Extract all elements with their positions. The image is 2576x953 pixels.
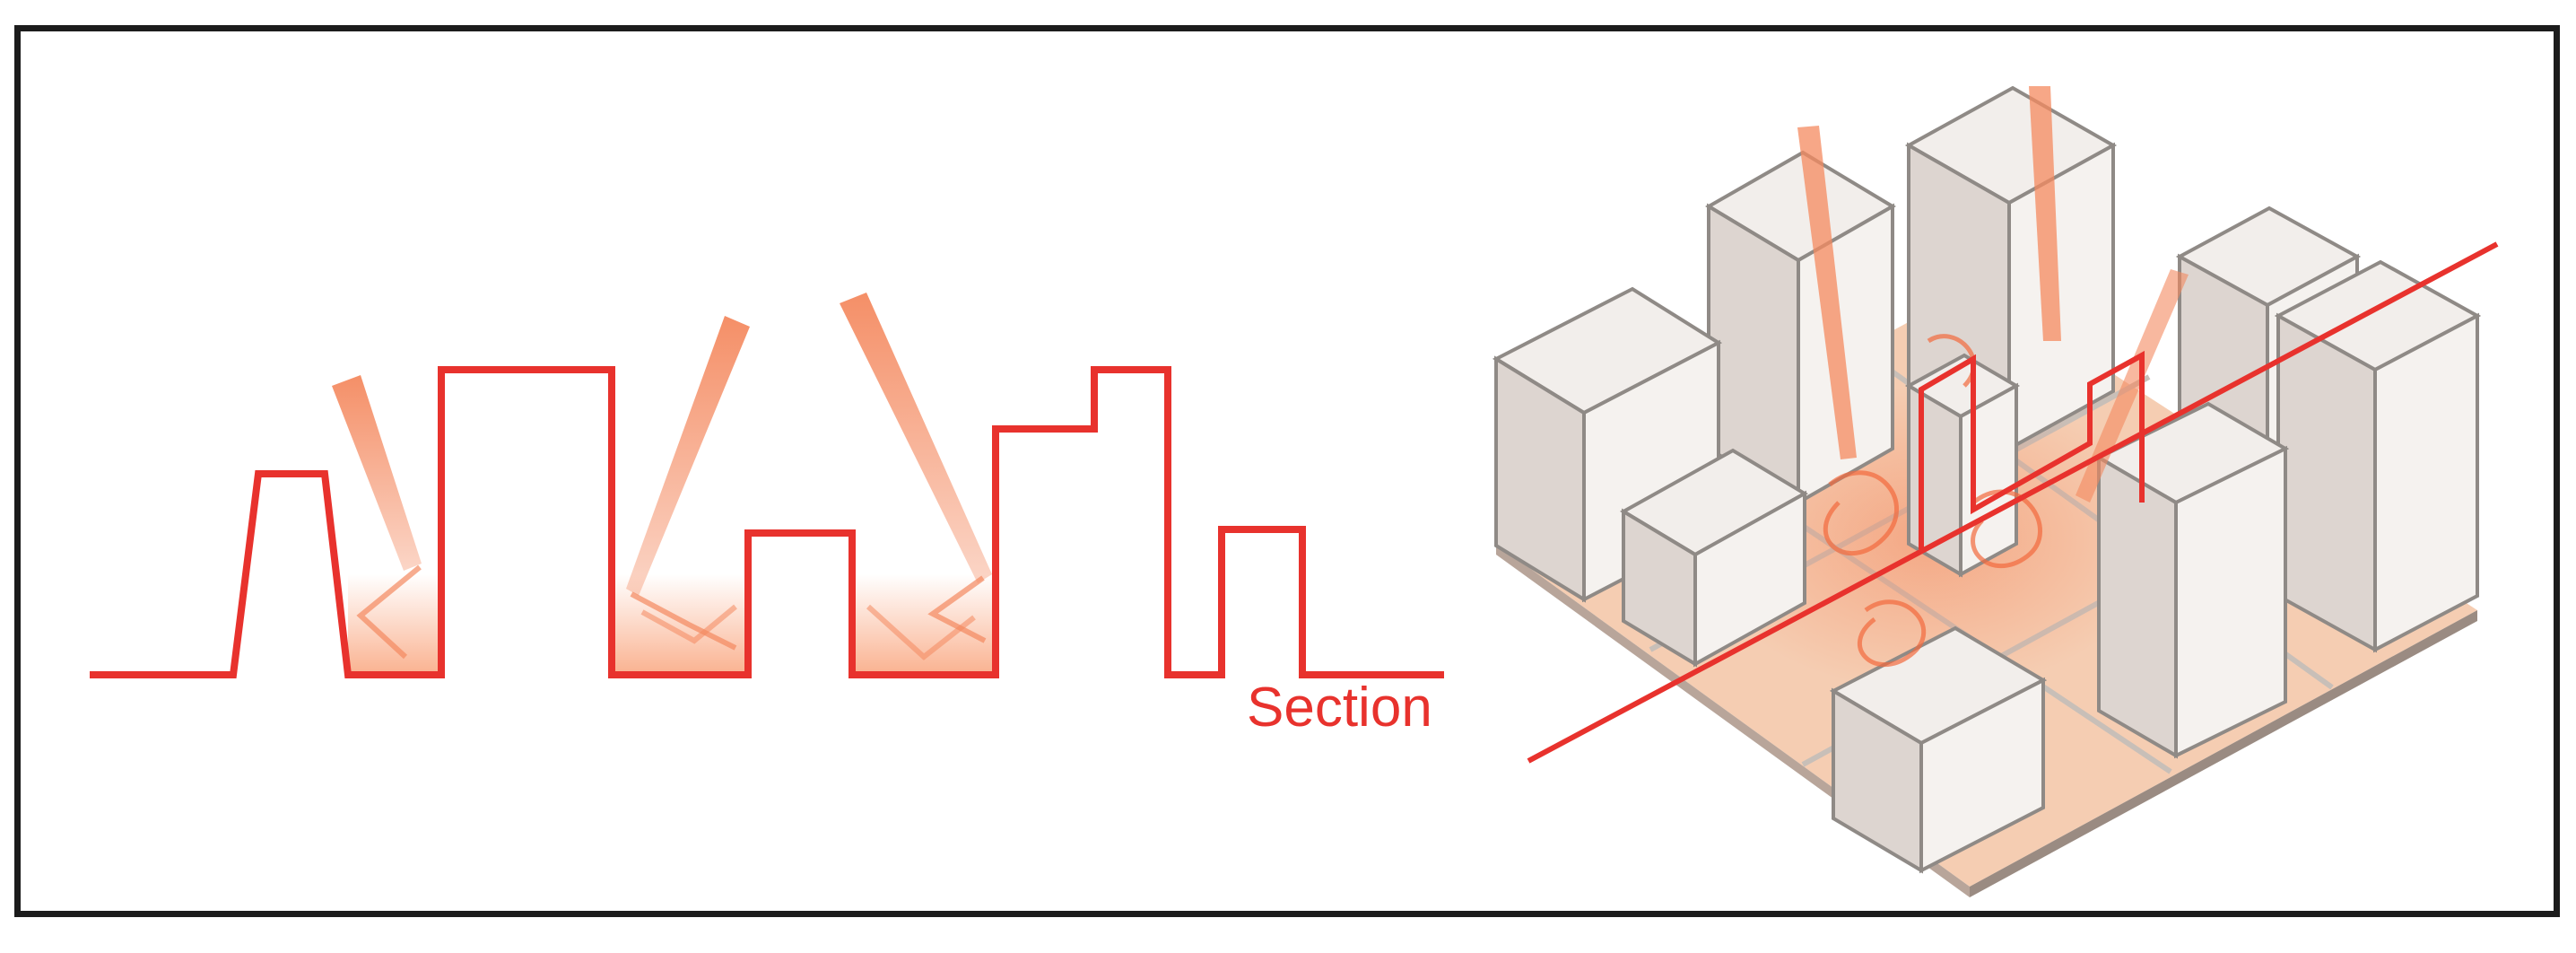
- ground-glow: [852, 574, 994, 675]
- light-ray-bounce: [630, 591, 737, 651]
- isometric-city-block-diagram: [1492, 85, 2499, 897]
- building: [1829, 625, 2048, 874]
- light-ray-bounce: [866, 604, 976, 660]
- light-ray-bounce: [356, 564, 422, 660]
- building: [2094, 401, 2290, 759]
- base-plate-edge: [1970, 610, 2477, 897]
- section-plane-line: [1527, 241, 2499, 764]
- section-cut-outline: [1919, 350, 2145, 549]
- section-label: Section: [1247, 677, 1432, 739]
- section-line: [90, 366, 1444, 678]
- light-ray: [626, 316, 750, 596]
- building: [1620, 448, 1808, 668]
- light-ray: [332, 375, 422, 571]
- light-beam: [2029, 86, 2061, 341]
- building: [1705, 150, 1896, 506]
- building: [2274, 259, 2482, 653]
- light-ray: [840, 293, 992, 583]
- light-beam: [2076, 269, 2189, 503]
- light-ray-bounce: [640, 604, 737, 644]
- light-swirl: [1823, 334, 2043, 668]
- light-ray-bounce: [927, 575, 987, 643]
- light-beam: [1797, 126, 1857, 459]
- section-profile-diagram: [90, 293, 1444, 678]
